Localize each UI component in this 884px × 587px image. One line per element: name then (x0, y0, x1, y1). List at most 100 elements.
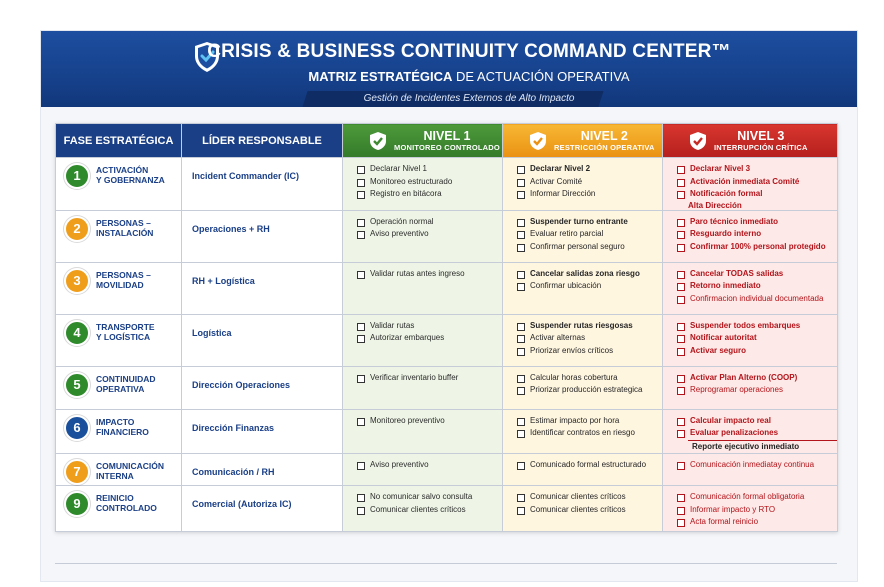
checkbox-icon[interactable] (517, 417, 525, 426)
checkbox-icon[interactable] (517, 270, 525, 279)
checkbox-icon[interactable] (677, 506, 685, 515)
checklist-item[interactable]: Priorizar producción estrategica (517, 384, 662, 397)
checklist-item[interactable]: Comunicar clientes críticos (357, 504, 502, 517)
checklist-item[interactable]: Verificar inventario buffer (357, 372, 502, 385)
checkbox-icon[interactable] (677, 335, 685, 343)
checklist-item[interactable]: Activar seguro (677, 345, 837, 358)
checklist-item[interactable]: Cancelar TODAS salidas (677, 268, 837, 281)
checkbox-icon[interactable] (517, 166, 525, 174)
checkbox-icon[interactable] (677, 191, 685, 199)
checklist-item[interactable]: Registro en bitácora (357, 188, 502, 201)
checkbox-icon[interactable] (517, 178, 525, 187)
checkbox-icon[interactable] (357, 494, 365, 502)
checkbox-icon[interactable] (517, 374, 525, 383)
checklist-item[interactable]: Comunicar clientes críticos (517, 504, 662, 517)
checklist-item[interactable]: Suspender rutas riesgosas (517, 320, 662, 333)
checklist-item[interactable]: Suspender turno entrante (517, 216, 662, 229)
checkbox-icon[interactable] (517, 494, 525, 502)
checkbox-icon[interactable] (517, 322, 525, 331)
checkbox-icon[interactable] (517, 462, 525, 470)
checklist-item[interactable]: Confirmacion individual documentada (677, 293, 837, 306)
checkbox-icon[interactable] (517, 191, 525, 199)
checkbox-icon[interactable] (677, 166, 685, 174)
checklist-item[interactable]: Validar rutas antes ingreso (357, 268, 502, 281)
checklist-item[interactable]: Evaluar retiro parcial (517, 228, 662, 241)
checkbox-icon[interactable] (677, 295, 685, 304)
checkbox-icon[interactable] (357, 335, 365, 343)
checkbox-icon[interactable] (517, 283, 525, 291)
checkbox-icon[interactable] (677, 243, 685, 252)
checkbox-icon[interactable] (357, 191, 365, 199)
checkbox-icon[interactable] (357, 166, 365, 174)
checklist-item[interactable]: Aviso preventivo (357, 459, 502, 472)
checklist-item[interactable]: Evaluar penalizaciones (677, 427, 837, 440)
checklist-item[interactable]: Notificar autoritat (677, 332, 837, 345)
checkbox-icon[interactable] (677, 519, 685, 527)
checkbox-icon[interactable] (517, 218, 525, 227)
checkbox-icon[interactable] (677, 430, 685, 438)
checklist-item[interactable]: Estimar impacto por hora (517, 415, 662, 428)
checklist-item[interactable]: Calcular horas cobertura (517, 372, 662, 385)
checkbox-icon[interactable] (677, 178, 685, 187)
checkbox-icon[interactable] (517, 335, 525, 343)
checklist-item[interactable]: Resguardo interno (677, 228, 837, 241)
checkbox-icon[interactable] (677, 494, 685, 502)
checklist-item[interactable]: Comunicado formal estructurado (517, 459, 662, 472)
checklist-item[interactable]: Operación normal (357, 216, 502, 229)
checklist-item[interactable]: Suspender todos embarques (677, 320, 837, 333)
checkbox-icon[interactable] (677, 387, 685, 395)
checkbox-icon[interactable] (517, 387, 525, 395)
checklist-item[interactable]: Aviso preventivo (357, 228, 502, 241)
checklist-item[interactable]: Comunicar clientes críticos (517, 491, 662, 504)
checkbox-icon[interactable] (357, 231, 365, 239)
checklist-item[interactable]: Notificación formal (677, 188, 837, 201)
checkbox-icon[interactable] (517, 243, 525, 252)
checkbox-icon[interactable] (677, 374, 685, 383)
checklist-item[interactable]: Paro técnico inmediato (677, 216, 837, 229)
checklist-item[interactable]: Cancelar salidas zona riesgo (517, 268, 662, 281)
checkbox-icon[interactable] (517, 430, 525, 438)
checklist-item[interactable]: Activar Plan Alterno (COOP) (677, 372, 837, 385)
checklist-item[interactable]: Calcular impacto real (677, 415, 837, 428)
checkbox-icon[interactable] (677, 270, 685, 279)
checklist-item[interactable]: No comunicar salvo consulta (357, 491, 502, 504)
checklist-item[interactable]: Confirmar ubicación (517, 280, 662, 293)
checklist-item[interactable]: Retorno inmediato (677, 280, 837, 293)
checklist-item[interactable]: Priorizar envíos críticos (517, 345, 662, 358)
checklist-item[interactable]: Activación inmediata Comité (677, 176, 837, 189)
checkbox-icon[interactable] (357, 417, 365, 426)
checkbox-icon[interactable] (357, 178, 365, 187)
checkbox-icon[interactable] (357, 462, 365, 470)
checklist-item[interactable]: Declarar Nivel 1 (357, 163, 502, 176)
checklist-item[interactable]: Identificar contratos en riesgo (517, 427, 662, 440)
checklist-item[interactable]: Autorizar embarques (357, 332, 502, 345)
checklist-item[interactable]: Monitoreo estructurado (357, 176, 502, 189)
checklist-item[interactable]: Confirmar personal seguro (517, 241, 662, 254)
checkbox-icon[interactable] (357, 374, 365, 383)
checklist-item[interactable]: Informar Dirección (517, 188, 662, 201)
checkbox-icon[interactable] (517, 231, 525, 239)
checkbox-icon[interactable] (677, 347, 685, 356)
checklist-item[interactable]: Activar Comité (517, 176, 662, 189)
checkbox-icon[interactable] (677, 322, 685, 331)
checklist-item[interactable]: Comunicación inmediatay continua (677, 459, 837, 472)
checkbox-icon[interactable] (677, 218, 685, 227)
checkbox-icon[interactable] (517, 506, 525, 515)
checklist-item[interactable]: Confirmar 100% personal protegido (677, 241, 837, 254)
checkbox-icon[interactable] (357, 270, 365, 279)
checklist-item[interactable]: Comunicación formal obligatoria (677, 491, 837, 504)
checkbox-icon[interactable] (357, 506, 365, 515)
checklist-item[interactable]: Declarar Nivel 3 (677, 163, 837, 176)
checkbox-icon[interactable] (517, 347, 525, 356)
checkbox-icon[interactable] (357, 218, 365, 227)
checkbox-icon[interactable] (677, 283, 685, 291)
checklist-item[interactable]: Acta formal reinicio (677, 516, 837, 529)
checklist-item[interactable]: Reprogramar operaciones (677, 384, 837, 397)
checkbox-icon[interactable] (677, 417, 685, 426)
checklist-item[interactable]: Declarar Nivel 2 (517, 163, 662, 176)
checkbox-icon[interactable] (677, 231, 685, 239)
checklist-item[interactable]: Monitoreo preventivo (357, 415, 502, 428)
checklist-item[interactable]: Informar impacto y RTO (677, 504, 837, 517)
checklist-item[interactable]: Activar alternas (517, 332, 662, 345)
checkbox-icon[interactable] (357, 322, 365, 331)
